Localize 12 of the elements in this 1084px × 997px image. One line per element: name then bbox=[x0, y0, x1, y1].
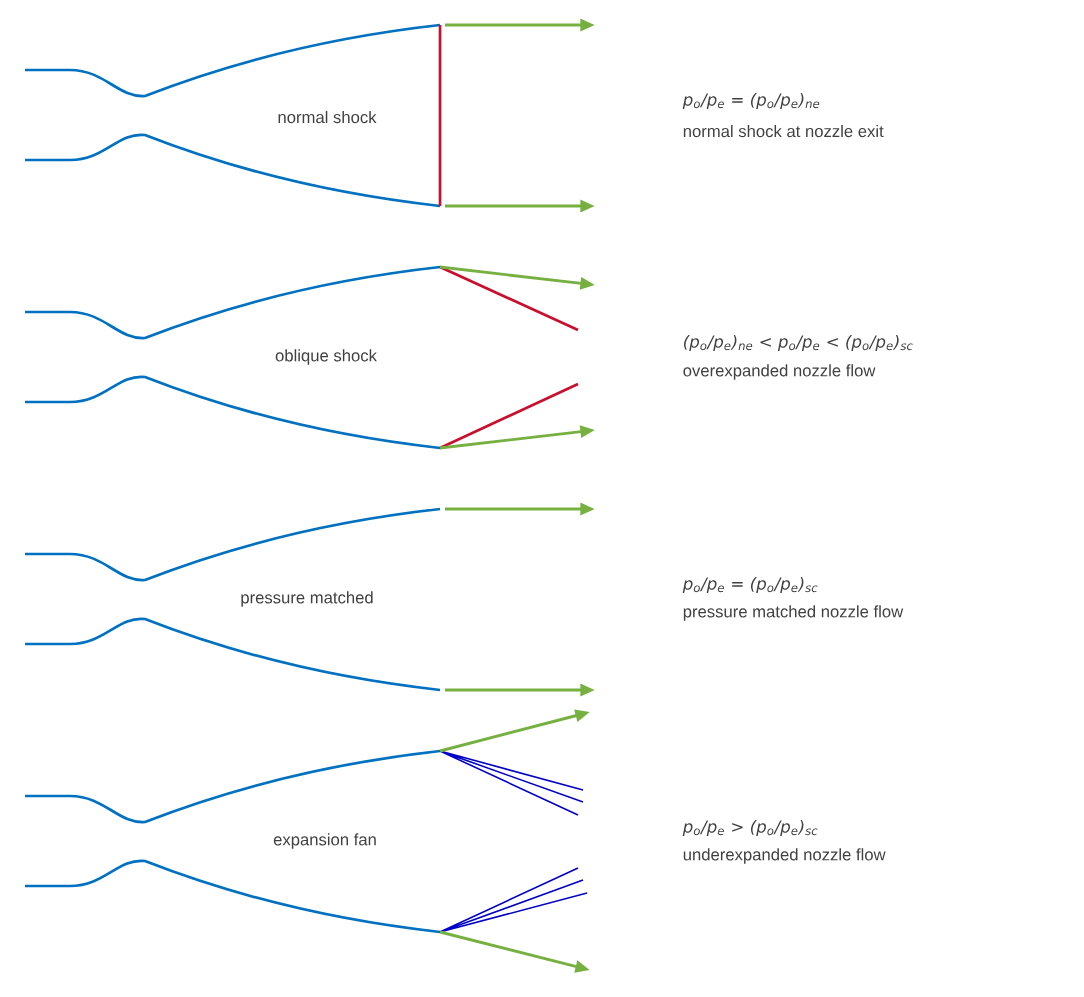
flow-description: normal shock at nozzle exit bbox=[683, 124, 884, 138]
pressure-ratio-formula: p$_{o}$/p$_{e}$ = (p$_{o}$/p$_{e}$)$_{ne}$ bbox=[682, 92, 820, 110]
flow-description: pressure matched nozzle flow bbox=[683, 605, 904, 621]
region-label: normal shock bbox=[278, 110, 377, 124]
region-label: oblique shock bbox=[275, 349, 377, 365]
region-label: pressure matched bbox=[241, 591, 373, 607]
flow-description: overexpanded nozzle flow bbox=[683, 364, 876, 380]
pressure-ratio-formula: p$_{o}$/p$_{e}$ > (p$_{o}$/p$_{e}$)$_{sc}$ bbox=[682, 819, 818, 837]
pressure-ratio-formula: (p$_{o}$/p$_{e}$)$_{ne}$ < p$_{o}$/p$_{e}$ < (p$_{o}$/p$_{e}$)$_{sc}$ bbox=[684, 334, 913, 352]
pressure-ratio-formula: p$_{o}$/p$_{e}$ = (p$_{o}$/p$_{e}$)$_{sc}$ bbox=[682, 576, 818, 594]
region-label: expansion fan bbox=[273, 833, 376, 849]
flow-description: underexpanded nozzle flow bbox=[683, 848, 886, 864]
